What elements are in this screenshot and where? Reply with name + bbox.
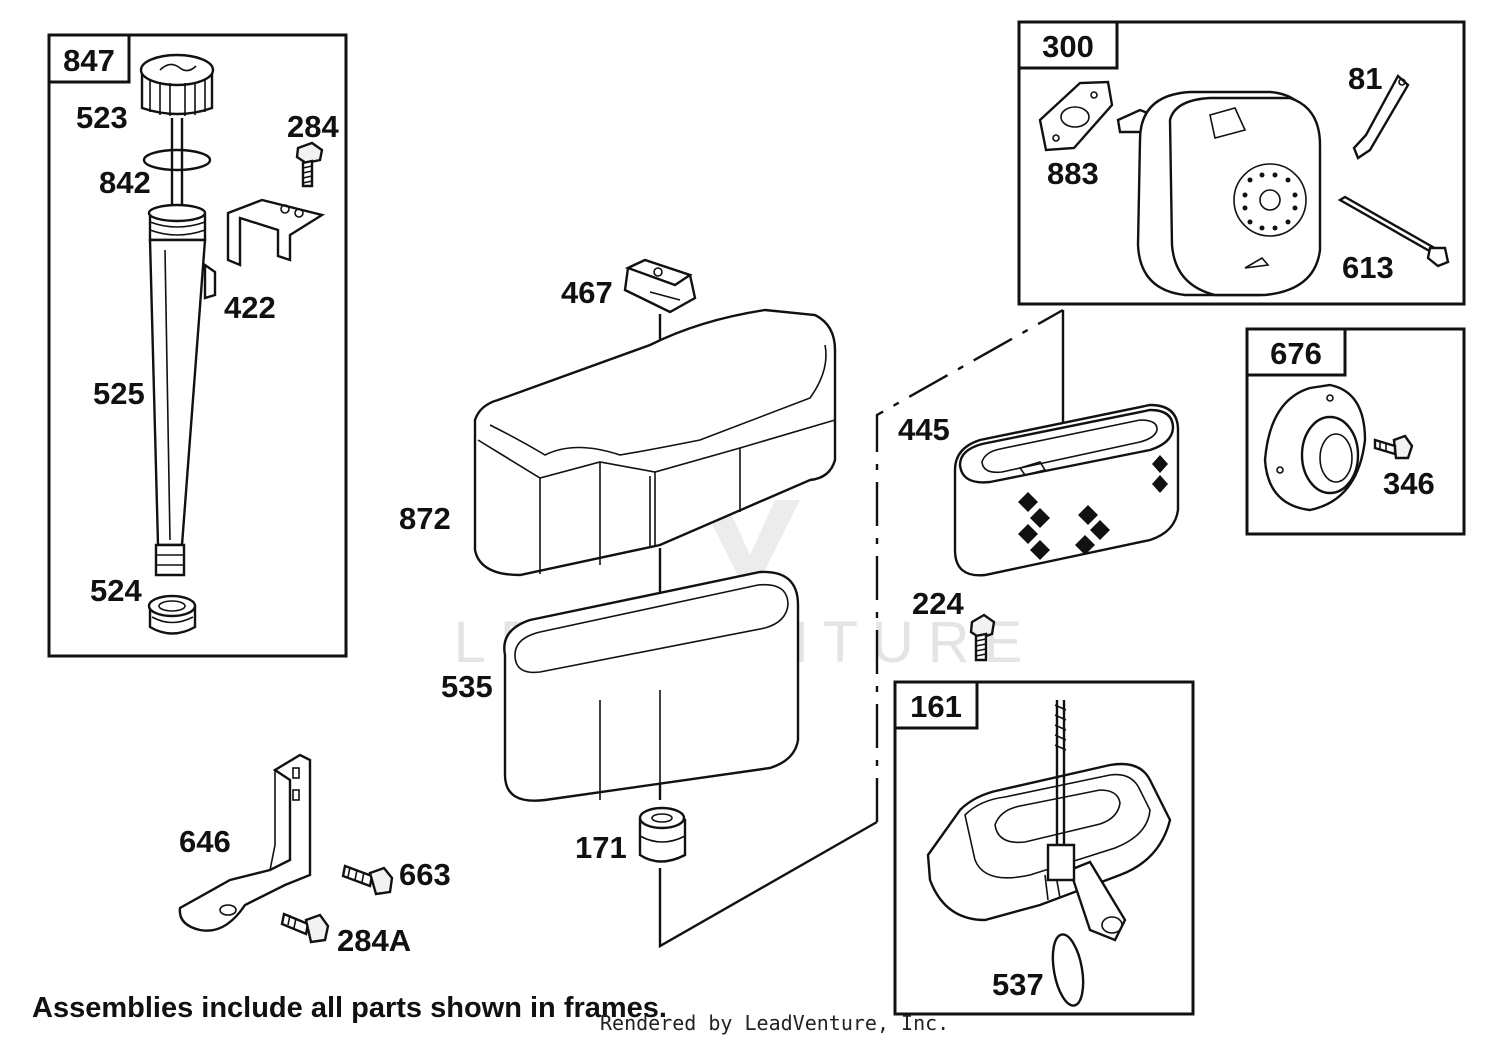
base-stud-part[interactable] <box>1046 700 1076 882</box>
frame-300: 300 <box>1017 20 1466 306</box>
bolt-224-part[interactable] <box>969 613 996 662</box>
part-445-label: 445 <box>898 412 950 447</box>
air-cleaner-base-part[interactable] <box>926 762 1172 942</box>
part-284-label: 284 <box>287 109 339 144</box>
lock-plate-part[interactable] <box>1352 74 1410 160</box>
assemblies-note: Assemblies include all parts shown in fr… <box>32 992 667 1024</box>
bolt-663-part[interactable] <box>341 864 394 896</box>
frame-161-label: 161 <box>910 689 962 724</box>
part-422-label: 422 <box>224 290 276 325</box>
part-525-label: 525 <box>93 376 145 411</box>
muffler-gasket-part[interactable] <box>1038 80 1114 152</box>
part-883-label: 883 <box>1047 156 1099 191</box>
part-663-label: 663 <box>399 857 451 892</box>
part-524-label: 524 <box>90 573 142 608</box>
bolt-346-part[interactable] <box>1373 434 1414 460</box>
cover-knob-part[interactable] <box>623 258 697 314</box>
part-537-label: 537 <box>992 967 1044 1002</box>
frame-300-label: 300 <box>1042 29 1094 64</box>
part-842-label: 842 <box>99 165 151 200</box>
muffler-part[interactable] <box>1116 90 1322 297</box>
frame-847-label: 847 <box>63 43 115 78</box>
grommet-part[interactable] <box>147 594 197 635</box>
frame-676: 676 346 <box>1245 327 1466 536</box>
frame-676-tag <box>1245 327 1347 377</box>
frame-847-tag <box>47 33 131 84</box>
part-81-label: 81 <box>1348 61 1382 96</box>
part-171-label: 171 <box>575 830 627 865</box>
dipstick-cap-part[interactable] <box>139 53 215 215</box>
assembly-leader-line <box>875 308 1064 822</box>
pre-cleaner-part[interactable] <box>503 570 800 802</box>
muffler-screw-part[interactable] <box>1337 195 1450 268</box>
cover-grommet-part[interactable] <box>638 806 687 863</box>
control-bracket-part[interactable] <box>178 753 312 932</box>
bolt-284-part[interactable] <box>295 141 324 188</box>
breather-part[interactable] <box>1263 383 1367 512</box>
part-646-label: 646 <box>179 824 231 859</box>
frame-676-label: 676 <box>1270 336 1322 371</box>
part-224-label: 224 <box>912 586 964 621</box>
frame-161: 161 537 <box>893 680 1195 1016</box>
air-filter-part[interactable] <box>953 403 1180 577</box>
tube-bracket-part[interactable] <box>226 198 326 267</box>
part-284a-label: 284A <box>337 923 411 958</box>
frame-847: 847 <box>47 33 348 658</box>
frame-300-tag <box>1017 20 1119 70</box>
air-cleaner-cover-group <box>473 258 878 949</box>
oil-fill-tube-part[interactable] <box>147 203 217 577</box>
part-467-label: 467 <box>561 275 613 310</box>
bolt-284a-part[interactable] <box>280 912 330 944</box>
part-535-label: 535 <box>441 669 493 704</box>
o-ring-537-part[interactable] <box>1048 932 1088 1008</box>
part-613-label: 613 <box>1342 250 1394 285</box>
part-872-label: 872 <box>399 501 451 536</box>
o-ring-part[interactable] <box>142 148 212 172</box>
render-credit: Rendered by LeadVenture, Inc. <box>600 1011 949 1035</box>
part-346-label: 346 <box>1383 466 1435 501</box>
air-cleaner-cover-part[interactable] <box>473 308 837 577</box>
part-523-label: 523 <box>76 100 128 135</box>
frame-161-tag <box>893 680 979 730</box>
